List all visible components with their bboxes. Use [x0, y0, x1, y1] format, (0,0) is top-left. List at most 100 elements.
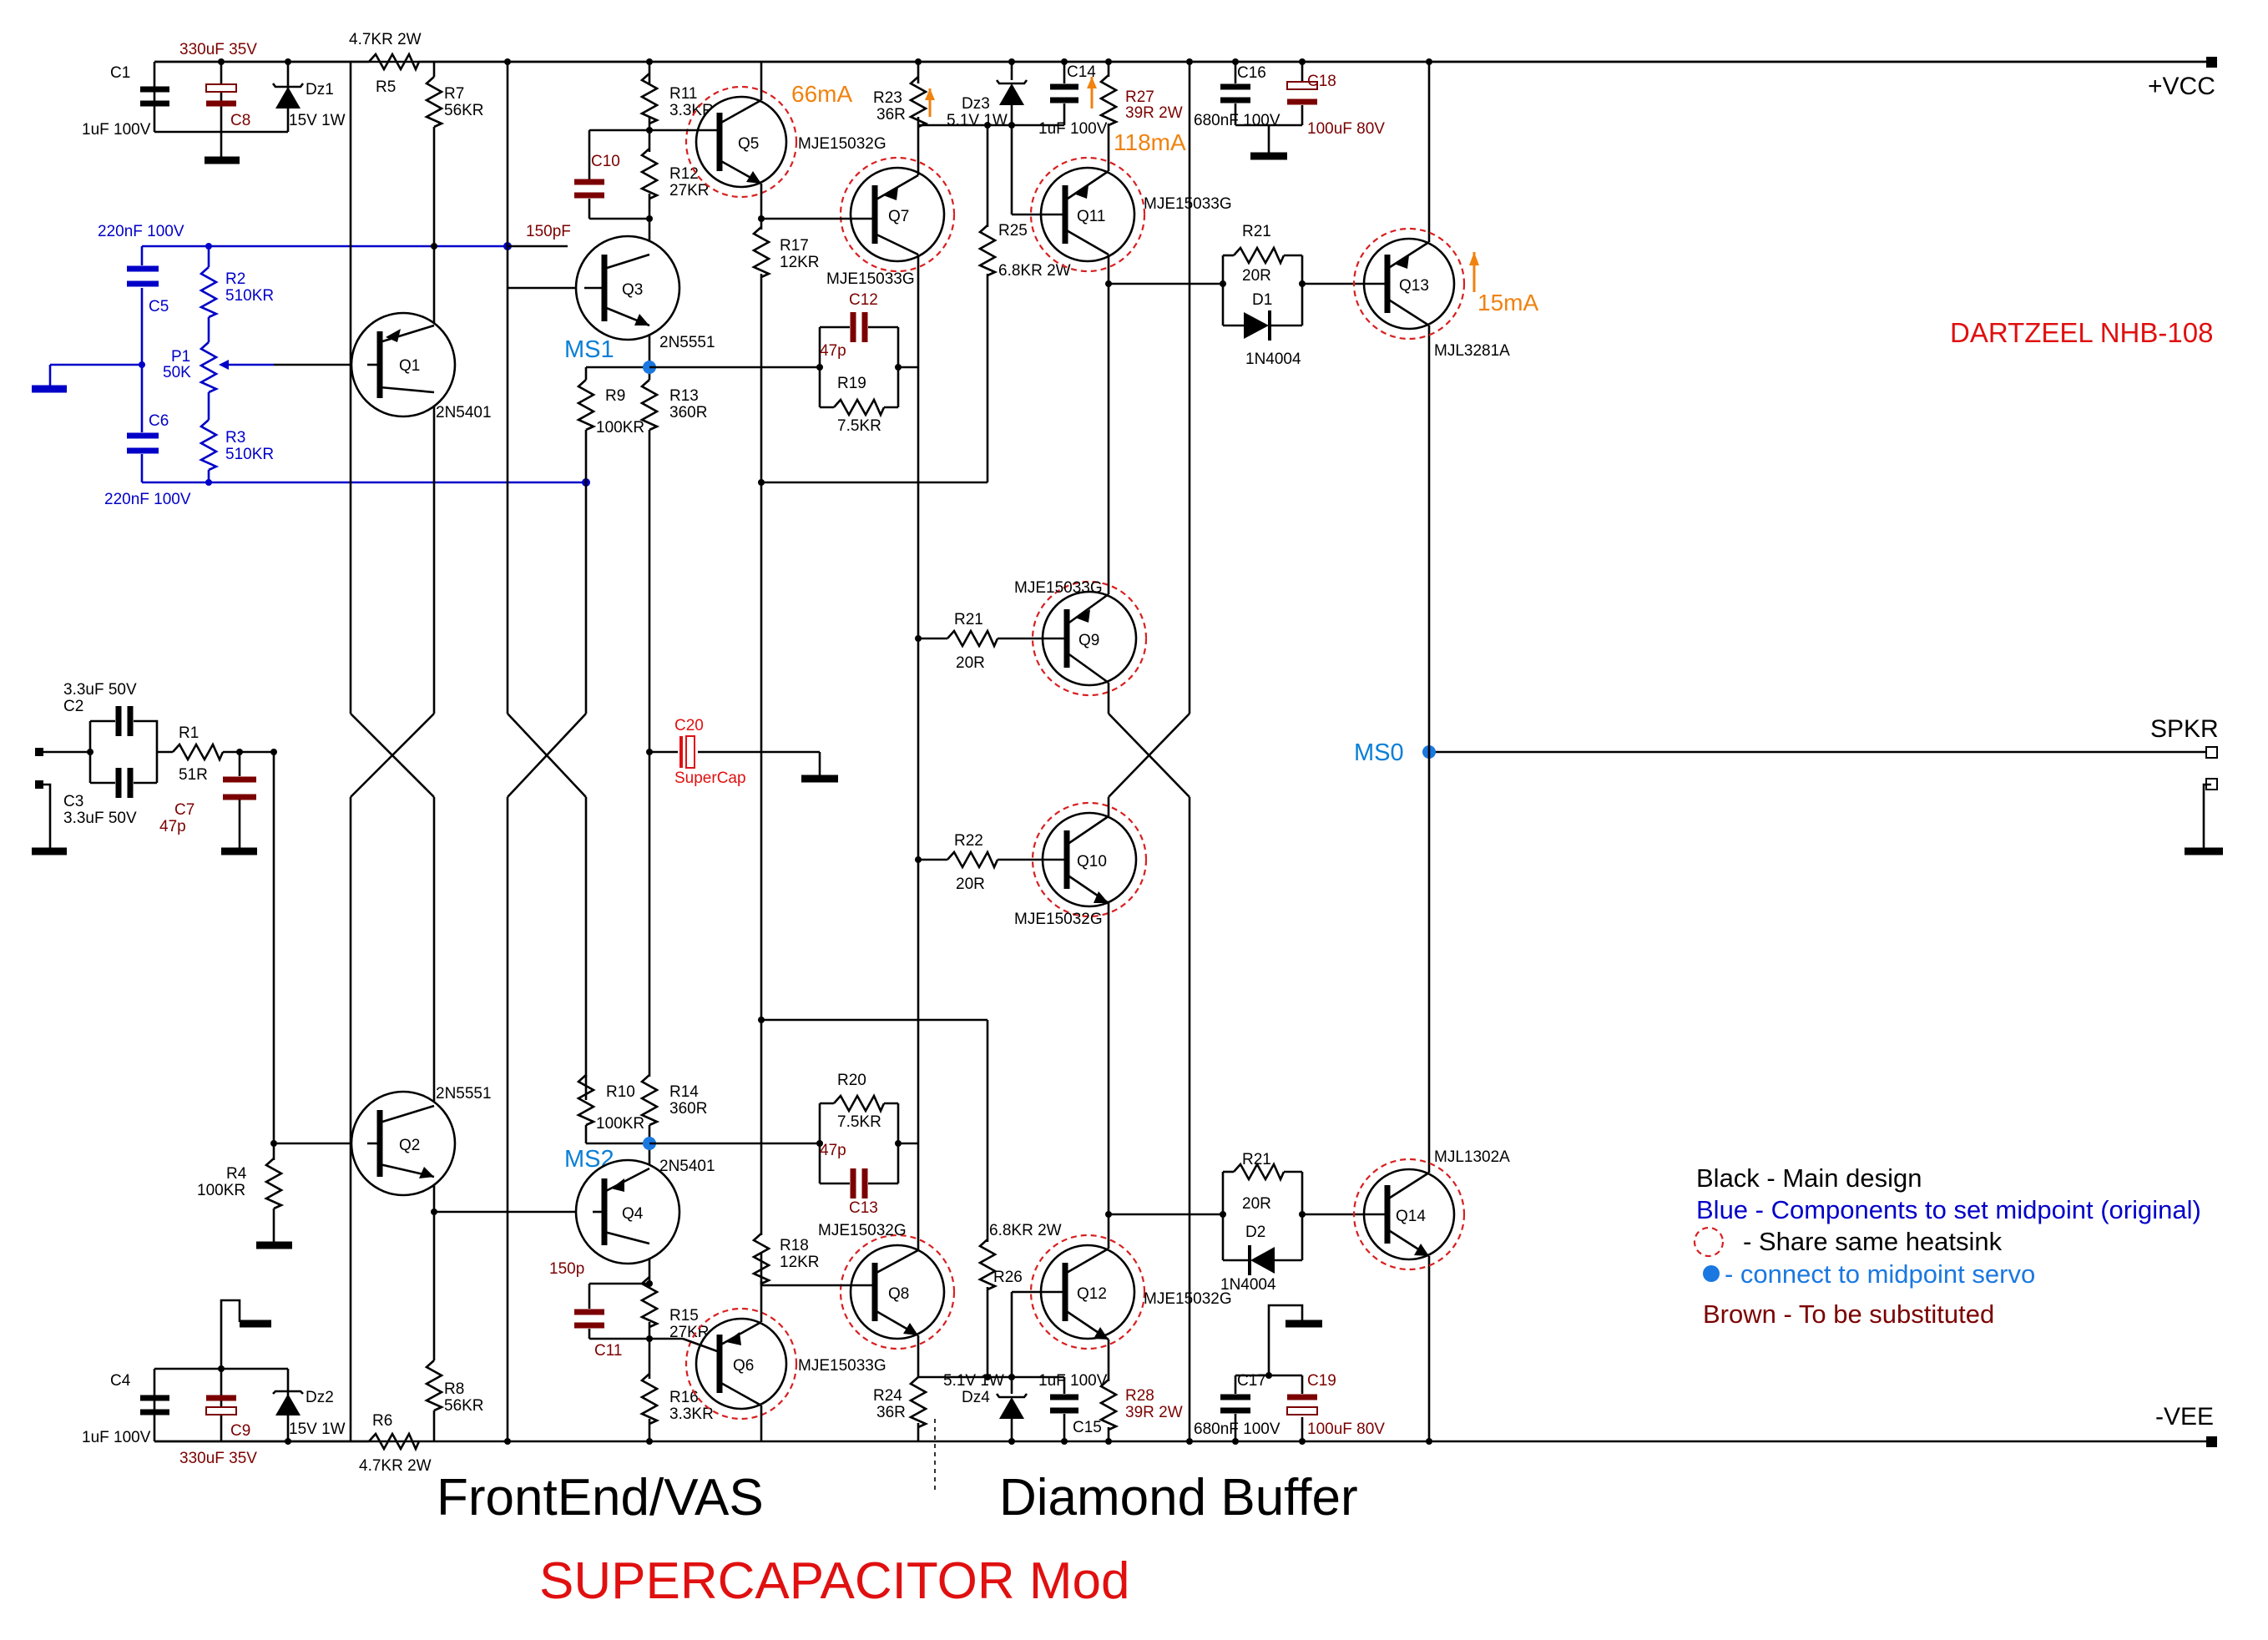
c16-ref: C16	[1237, 64, 1266, 82]
r12-val: 27KR	[669, 182, 710, 199]
r11-val: 3.3KR	[669, 102, 714, 119]
q12-transistor	[1010, 1214, 1146, 1377]
frontend-wiring	[256, 58, 838, 1445]
c11-ref: C11	[594, 1342, 622, 1360]
r3-val: 510KR	[225, 446, 274, 463]
d1-ref: D1	[1252, 291, 1272, 309]
c2-ref: C2	[63, 698, 83, 715]
r4-ref: R4	[226, 1165, 247, 1183]
q7-part: MJE15033G	[826, 270, 915, 288]
r21-top-ref: R21	[1242, 223, 1271, 240]
input-network	[32, 706, 277, 1143]
bottom-supply-filter	[140, 1299, 421, 1451]
q10-part: MJE15032G	[1014, 911, 1103, 928]
r21-bot-val: 20R	[1242, 1195, 1271, 1213]
q14-part: MJL1302A	[1434, 1148, 1510, 1166]
q3-ref: Q3	[622, 281, 643, 299]
c1-val: 1uF 100V	[82, 121, 151, 139]
c11-val: 150p	[549, 1260, 584, 1278]
c9-ref: C9	[230, 1422, 250, 1440]
dz1-val: 15V 1W	[289, 112, 346, 129]
r6-val: 4.7KR 2W	[359, 1457, 432, 1475]
ms0-label: MS0	[1354, 739, 1404, 766]
r26-ref: R26	[993, 1269, 1023, 1286]
dz4-val: 5.1V 1W	[943, 1372, 1004, 1390]
ms1-label: MS1	[564, 336, 614, 363]
r23-ref: R23	[873, 89, 902, 107]
c14-val: 1uF 100V	[1038, 120, 1108, 138]
q10-ref: Q10	[1077, 853, 1107, 870]
r7-ref: R7	[444, 85, 464, 103]
r17-ref: R17	[780, 237, 809, 255]
r1-ref: R1	[179, 724, 199, 742]
q4-part: 2N5401	[659, 1158, 715, 1175]
q10-transistor	[1031, 801, 1148, 918]
c10-ref: C10	[591, 153, 620, 170]
r14-ref: R14	[669, 1083, 699, 1101]
q13-transistor	[1352, 227, 1466, 341]
r6-ref: R6	[372, 1412, 392, 1430]
q4-transistor	[574, 1158, 681, 1265]
c19-ref: C19	[1307, 1372, 1336, 1390]
q1-ref: Q1	[399, 357, 420, 375]
c12-ref: C12	[849, 291, 878, 309]
dz2-val: 15V 1W	[289, 1420, 346, 1438]
c10-val: 150pF	[526, 223, 571, 240]
dz4-ref: Dz4	[962, 1389, 990, 1406]
q5-ref: Q5	[738, 135, 759, 153]
r9-val: 100KR	[596, 419, 644, 436]
p1-val: 50K	[163, 364, 191, 381]
c12-val: 47p	[820, 342, 846, 360]
c7-val: 47p	[159, 818, 186, 835]
driver-column	[909, 58, 1042, 1490]
q12-part: MJE15032G	[1144, 1290, 1232, 1308]
legend-blue: Blue - Components to set midpoint (origi…	[1696, 1195, 2201, 1224]
vee-label: -VEE	[2155, 1403, 2214, 1431]
q14-ref: Q14	[1396, 1208, 1426, 1225]
r20-val: 7.5KR	[837, 1113, 881, 1131]
r1-val: 51R	[179, 766, 208, 784]
c20-val: SuperCap	[674, 770, 746, 787]
d2-ref: D2	[1245, 1224, 1265, 1241]
c9-val: 330uF 35V	[179, 1450, 257, 1467]
q1-part: 2N5401	[436, 404, 492, 421]
d1-val: 1N4004	[1245, 351, 1301, 368]
c13-ref: C13	[849, 1199, 878, 1217]
q3-part: 2N5551	[659, 334, 715, 351]
q2-transistor	[350, 1090, 457, 1197]
c7-ref: C7	[174, 801, 194, 819]
midpoint-network	[32, 242, 590, 487]
q9-ref: Q9	[1078, 632, 1099, 649]
r10-ref: R10	[606, 1083, 635, 1101]
c6-ref: C6	[149, 412, 169, 430]
r5-val: 4.7KR 2W	[349, 31, 422, 48]
c18-val: 100uF 80V	[1307, 120, 1385, 138]
legend-servo: - connect to midpoint servo	[1725, 1259, 2035, 1289]
r21-q9-ref: R21	[954, 611, 983, 628]
c4-val: 1uF 100V	[82, 1429, 151, 1446]
q5-transistor	[683, 62, 798, 219]
spkr-label: SPKR	[2150, 715, 2219, 743]
r15-ref: R15	[669, 1307, 699, 1325]
q5-current: 66mA	[791, 81, 852, 107]
c16-val: 680nF 100V	[1194, 112, 1280, 129]
q9-part: MJE15033G	[1014, 579, 1103, 597]
r13-val: 360R	[669, 404, 707, 421]
q7-transistor	[761, 125, 956, 367]
r28-ref: R28	[1125, 1387, 1154, 1405]
legend-black: Black - Main design	[1696, 1163, 1922, 1193]
c14-ref: C14	[1067, 63, 1096, 81]
output-stage	[1220, 58, 1479, 1445]
q6-transistor	[682, 1252, 798, 1441]
r8-ref: R8	[444, 1380, 464, 1398]
r16-val: 3.3KR	[669, 1405, 714, 1423]
r27-val: 39R 2W	[1125, 104, 1183, 122]
q11-ref: Q11	[1077, 208, 1106, 225]
legend-servo-icon	[1703, 1265, 1720, 1282]
c15-ref: C15	[1073, 1419, 1102, 1436]
legend-heatsink-icon	[1693, 1226, 1725, 1258]
c19-val: 100uF 80V	[1307, 1420, 1385, 1438]
c3-ref: C3	[63, 793, 83, 810]
r9-ref: R9	[605, 387, 625, 405]
